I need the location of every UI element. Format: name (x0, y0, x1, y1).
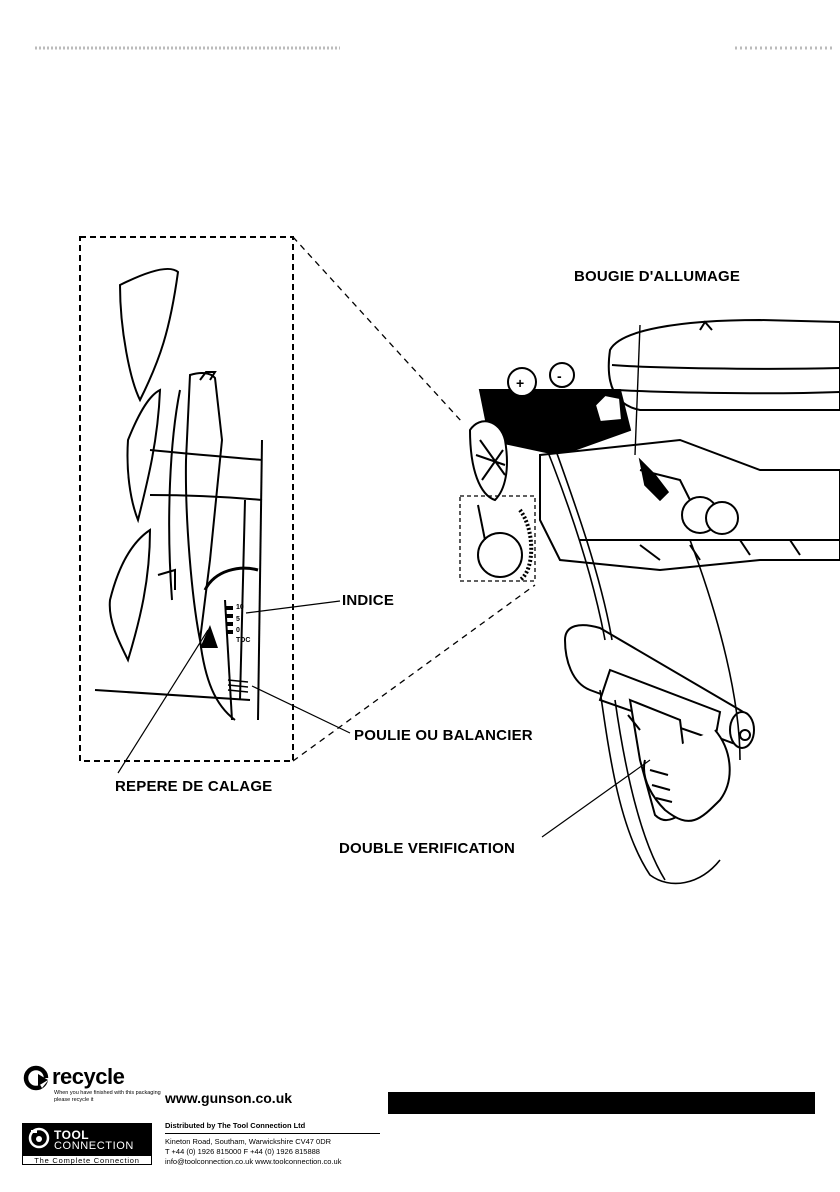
leader-lines (117, 600, 651, 838)
timing-light-illustration: 10 5 0 TDC + - (79, 236, 840, 885)
scale-mark: 10 (236, 604, 244, 611)
recycle-subtext: When you have finished with this packagi… (54, 1090, 161, 1103)
distributor-phone: T +44 (0) 1926 815000 F +44 (0) 1926 815… (165, 1147, 320, 1156)
label-poulie: POULIE OU BALANCIER (354, 727, 533, 744)
logo-tagline: The Complete Connection (22, 1155, 152, 1165)
scale-mark: 5 (236, 616, 240, 623)
recycle-word: recycle (52, 1064, 125, 1089)
logo-connection: CONNECTION (54, 1140, 134, 1152)
distributor-address: Kineton Road, Southam, Warwickshire CV47… (165, 1137, 332, 1146)
timing-light-leads (534, 324, 741, 885)
pulley-ticks (227, 679, 249, 693)
scale-mark: TDC (236, 637, 250, 644)
svg-text:-: - (557, 368, 562, 384)
pulley-scale (226, 606, 233, 634)
distributed-by: Distributed by The Tool Connection Ltd (165, 1121, 306, 1130)
timing-light-gun (563, 624, 755, 822)
svg-text:+: + (516, 375, 524, 391)
label-double: DOUBLE VERIFICATION (339, 840, 516, 857)
label-bougie: BOUGIE D'ALLUMAGE (574, 268, 741, 285)
tool-connection-icon (28, 1127, 50, 1149)
engine: + - (459, 318, 840, 582)
scan-header-noise (35, 46, 835, 50)
inset-fan-pulley (94, 267, 263, 721)
zoom-line-bottom (292, 584, 536, 762)
gunson-website: www.gunson.co.uk (165, 1090, 293, 1106)
black-bar (388, 1092, 815, 1114)
inset-frame (79, 236, 294, 762)
timing-pointer (200, 625, 218, 648)
logo-tool: TOOL (54, 1128, 90, 1142)
tool-connection-logo: TOOL CONNECTION The Complete Connection (22, 1123, 152, 1165)
zoom-line-top (292, 236, 463, 423)
scale-mark: 0 (236, 627, 240, 634)
label-indice: INDICE (342, 592, 395, 609)
label-repere: REPERE DE CALAGE (115, 778, 273, 795)
recycle-logo: recycle When you have finished with this… (22, 1062, 162, 1108)
distributor-rule (165, 1133, 380, 1134)
recycle-icon (23, 1065, 50, 1091)
distributor-contact: info@toolconnection.co.uk www.toolconnec… (165, 1157, 342, 1166)
